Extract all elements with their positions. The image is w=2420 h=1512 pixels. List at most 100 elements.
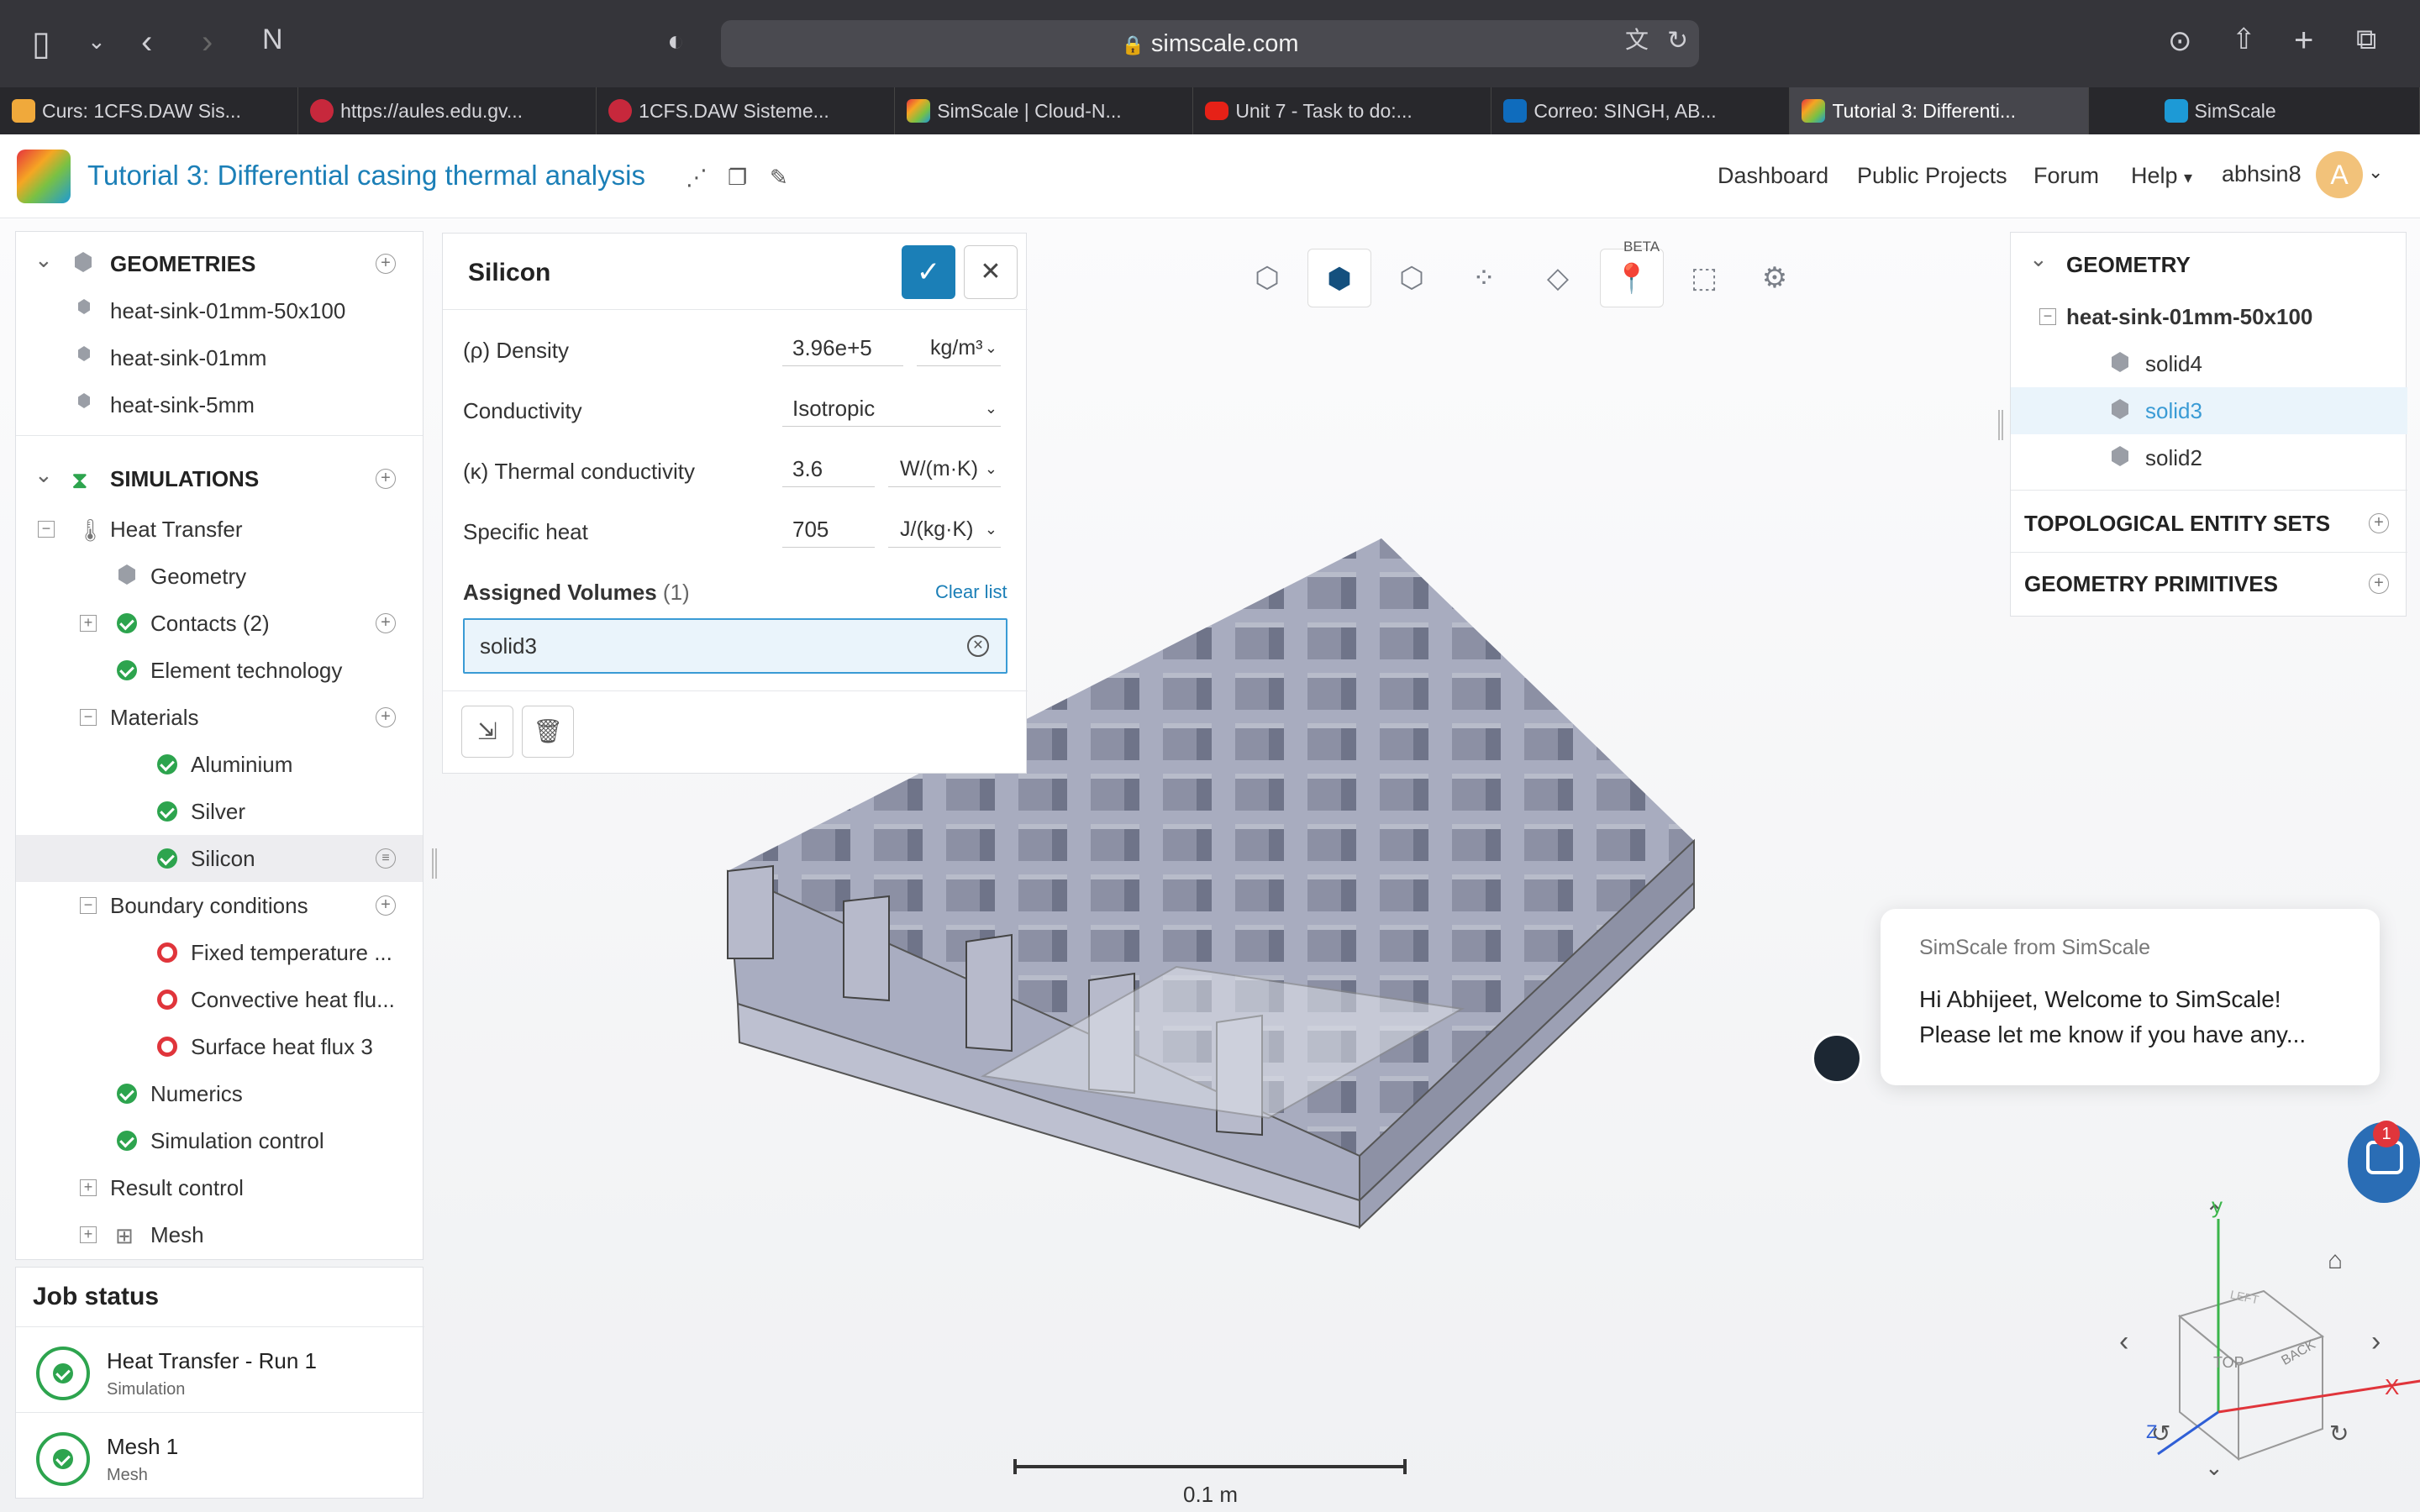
solid-item-selected[interactable]: [2011, 387, 2407, 434]
geometry-primitives[interactable]: GEOMETRY PRIMITIVES: [2024, 571, 2278, 596]
add-entity-set-button[interactable]: +: [2369, 513, 2389, 533]
context-menu-icon[interactable]: ≡: [376, 848, 396, 869]
tree-item-numerics[interactable]: Numerics: [150, 1081, 243, 1106]
add-boundary-condition-button[interactable]: +: [376, 895, 396, 916]
tab-0[interactable]: Curs: 1CFS.DAW Sis...: [0, 87, 299, 134]
rotate-ccw-icon[interactable]: ↺: [2151, 1420, 2171, 1446]
chat-agent-avatar[interactable]: [1812, 1033, 1862, 1084]
assigned-volumes-box[interactable]: solid3 ✕: [463, 618, 1007, 674]
resize-handle[interactable]: [1998, 410, 2003, 440]
thermal-conductivity-input[interactable]: 3.6: [782, 450, 875, 487]
probe-pin-icon[interactable]: 📍: [1600, 249, 1664, 307]
close-button[interactable]: ✕: [964, 245, 1018, 299]
tree-item-bc-convective[interactable]: Convective heat flu...: [191, 987, 395, 1012]
add-simulation-button[interactable]: +: [376, 469, 396, 489]
home-icon[interactable]: ⌂: [2328, 1247, 2344, 1274]
avatar[interactable]: A: [2316, 151, 2363, 198]
collapse-icon[interactable]: −: [80, 897, 97, 914]
box-select-icon[interactable]: ⬚: [1690, 262, 1718, 294]
tree-item-contacts[interactable]: Contacts (2): [150, 611, 270, 636]
tree-item-geometry[interactable]: heat-sink-01mm: [110, 345, 267, 370]
solid-item[interactable]: solid2: [2145, 445, 2202, 470]
forward-icon[interactable]: ›: [202, 24, 213, 60]
nav-help[interactable]: Help ▾: [2131, 163, 2193, 188]
chevron-left-icon[interactable]: ‹: [2119, 1326, 2129, 1357]
points-view-icon[interactable]: ⁘: [1471, 262, 1497, 294]
tree-item-geometry-node[interactable]: Geometry: [150, 564, 247, 589]
tab-2[interactable]: 1CFS.DAW Sisteme...: [597, 87, 896, 134]
delete-button[interactable]: 🗑: [522, 706, 574, 758]
copy-icon[interactable]: ❐: [728, 165, 748, 190]
solid-view-icon[interactable]: ⬢: [1307, 249, 1371, 307]
tree-item-geometry[interactable]: heat-sink-01mm-50x100: [110, 298, 346, 323]
chevron-down-icon[interactable]: ⌄: [2205, 1455, 2223, 1480]
expand-icon[interactable]: +: [80, 1179, 97, 1196]
add-contact-button[interactable]: +: [376, 613, 396, 633]
tree-item-simulation-control[interactable]: Simulation control: [150, 1128, 324, 1153]
privacy-shield-icon[interactable]: ◐: [667, 25, 685, 57]
simscale-logo[interactable]: [17, 150, 71, 203]
address-bar[interactable]: 🔒simscale.com: [721, 20, 1699, 67]
chevron-down-icon[interactable]: ⌄: [34, 462, 53, 487]
specific-heat-unit-select[interactable]: J/(kg·K)⌄: [888, 511, 1001, 548]
expand-icon[interactable]: +: [80, 1226, 97, 1243]
download-icon[interactable]: ⊙: [2168, 25, 2192, 57]
tree-item-boundary-conditions[interactable]: Boundary conditions: [110, 893, 308, 918]
solid-item[interactable]: solid3: [2145, 398, 2202, 423]
share-icon[interactable]: ⋰: [686, 165, 708, 190]
tab-7[interactable]: SimScale: [2089, 87, 2420, 134]
settings-cube-icon[interactable]: ⚙: [1761, 262, 1788, 294]
tree-item-mesh[interactable]: Mesh: [150, 1222, 204, 1247]
nav-public-projects[interactable]: Public Projects: [1857, 163, 2007, 188]
new-tab-icon[interactable]: +: [2294, 22, 2314, 59]
transparent-view-icon[interactable]: ◇: [1546, 262, 1570, 294]
collapse-icon[interactable]: −: [2039, 308, 2056, 325]
tab-5[interactable]: Correo: SINGH, AB...: [1491, 87, 1791, 134]
tree-item-silicon[interactable]: Silicon: [191, 846, 255, 871]
chat-message[interactable]: SimScale from SimScale Hi Abhijeet, Welc…: [1881, 909, 2380, 1085]
cube-view-icon[interactable]: ⬡: [1255, 262, 1280, 294]
expand-icon[interactable]: +: [80, 615, 97, 632]
wireframe-view-icon[interactable]: ⬡: [1399, 262, 1424, 294]
view-cube[interactable]: [2157, 1219, 2420, 1462]
rotate-icon[interactable]: ↻: [2329, 1420, 2349, 1446]
geometry-root[interactable]: heat-sink-01mm-50x100: [2066, 304, 2313, 329]
chevron-up-icon[interactable]: ⌃: [2205, 1200, 2225, 1226]
tab-1[interactable]: https://aules.edu.gv...: [298, 87, 597, 134]
notion-icon[interactable]: N: [262, 24, 283, 55]
tab-overview-icon[interactable]: ⧉: [2356, 24, 2377, 55]
chevron-down-icon[interactable]: ⌄: [2368, 161, 2384, 182]
tree-item-geometry[interactable]: heat-sink-5mm: [110, 392, 255, 417]
add-material-button[interactable]: +: [376, 707, 396, 727]
clear-list-link[interactable]: Clear list: [935, 581, 1007, 602]
tab-6-active[interactable]: Tutorial 3: Differenti...: [1790, 87, 2089, 134]
nav-forum[interactable]: Forum: [2033, 163, 2100, 188]
collapse-icon[interactable]: −: [38, 521, 55, 538]
share-icon[interactable]: ⇧: [2232, 24, 2256, 55]
tree-item-heat-transfer[interactable]: Heat Transfer: [110, 517, 243, 542]
tab-3[interactable]: SimScale | Cloud-N...: [895, 87, 1194, 134]
tree-item-aluminium[interactable]: Aluminium: [191, 752, 293, 777]
tree-item-bc-fixed-temperature[interactable]: Fixed temperature ...: [191, 940, 392, 965]
chevron-down-icon[interactable]: ⌄: [2029, 246, 2048, 271]
username[interactable]: abhsin8: [2222, 161, 2302, 186]
tree-item-result-control[interactable]: Result control: [110, 1175, 244, 1200]
section-simulations[interactable]: SIMULATIONS: [110, 466, 260, 491]
confirm-button[interactable]: ✓: [902, 245, 955, 299]
chevron-right-icon[interactable]: ›: [2371, 1326, 2381, 1357]
chevron-down-icon[interactable]: ⌄: [87, 29, 106, 54]
section-geometries[interactable]: GEOMETRIES: [110, 251, 256, 276]
thermal-unit-select[interactable]: W/(m·K)⌄: [888, 450, 1001, 487]
job-item[interactable]: Mesh 1 Mesh: [16, 1414, 424, 1498]
job-item[interactable]: Heat Transfer - Run 1 Simulation: [16, 1328, 424, 1412]
tree-item-element-technology[interactable]: Element technology: [150, 658, 343, 683]
conductivity-select[interactable]: Isotropic⌄: [782, 390, 1001, 427]
sidebar-toggle-icon[interactable]: ▯: [32, 25, 51, 62]
edit-icon[interactable]: ✎: [770, 165, 788, 190]
collapse-icon[interactable]: −: [80, 709, 97, 726]
import-button[interactable]: ⇲: [461, 706, 513, 758]
resize-handle[interactable]: [432, 848, 437, 879]
tab-4[interactable]: Unit 7 - Task to do:...: [1193, 87, 1492, 134]
add-geometry-button[interactable]: +: [376, 254, 396, 274]
remove-icon[interactable]: ✕: [967, 635, 989, 657]
